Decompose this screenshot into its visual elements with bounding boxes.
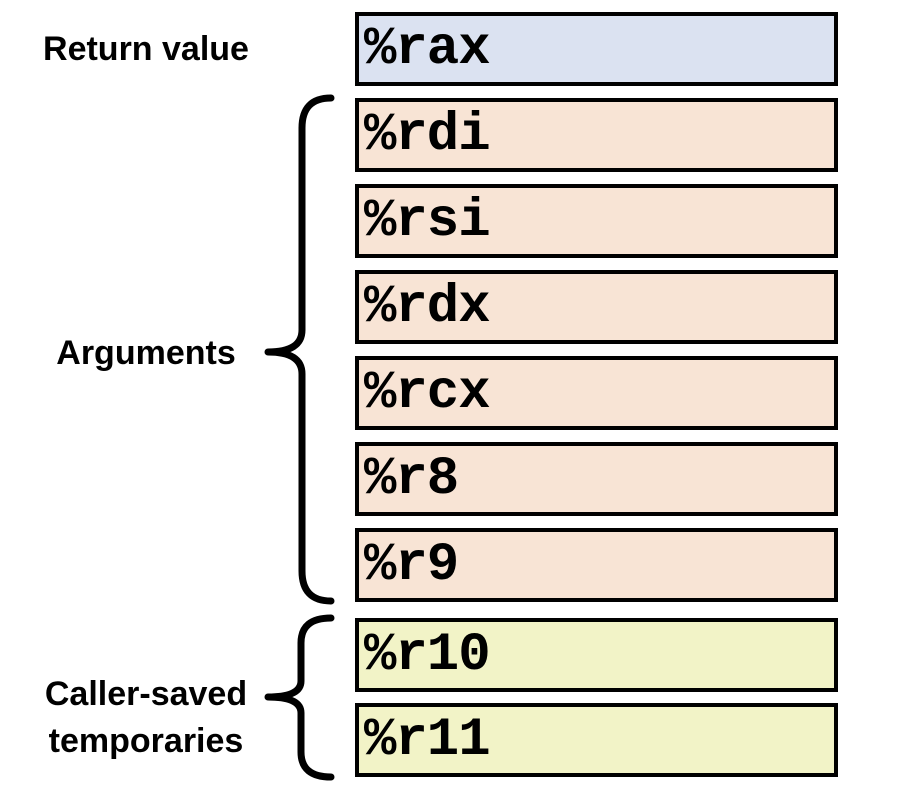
register-rcx: %rcx <box>355 356 838 430</box>
register-r11: %r11 <box>355 703 838 777</box>
caller-saved-label-line2: temporaries <box>48 722 244 760</box>
register-rax: %rax <box>355 12 838 86</box>
arguments-brace-path <box>264 94 335 605</box>
caller-saved-label-line1: Caller-saved <box>44 675 248 713</box>
caller-saved-brace-path <box>264 614 335 781</box>
register-r10: %r10 <box>355 618 838 692</box>
return-value-label: Return value <box>43 29 249 68</box>
register-r9: %r9 <box>355 528 838 602</box>
arguments-label: Arguments <box>56 333 236 372</box>
register-r8: %r8 <box>355 442 838 516</box>
caller-saved-temporaries-label: Caller-saved temporaries <box>0 671 292 765</box>
register-rdi: %rdi <box>355 98 838 172</box>
register-rdx: %rdx <box>355 270 838 344</box>
register-rsi: %rsi <box>355 184 838 258</box>
